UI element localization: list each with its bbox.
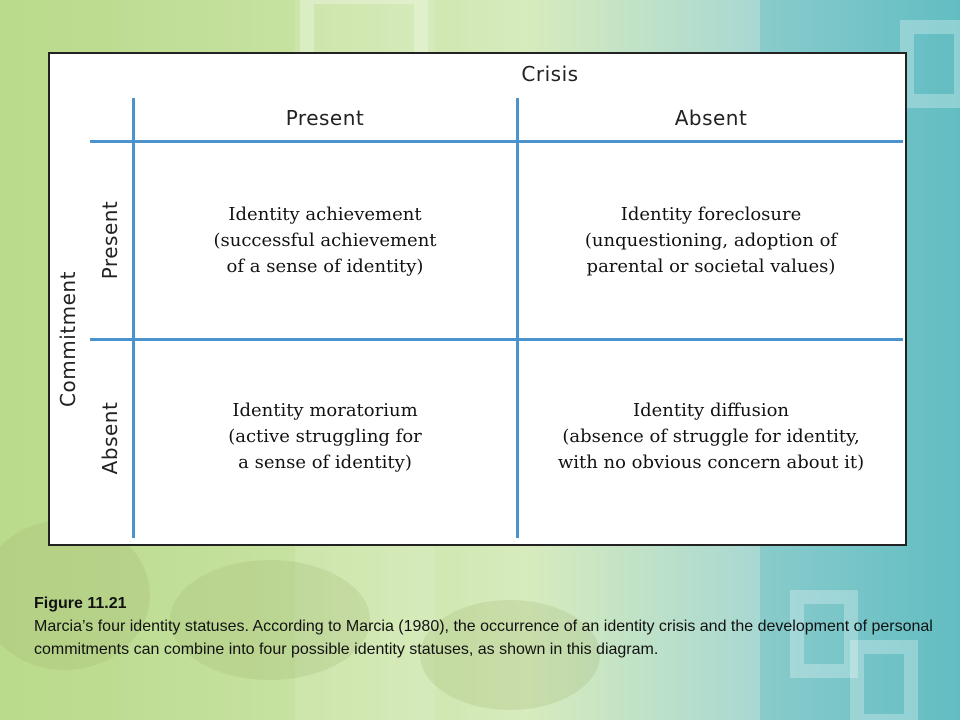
- cell-identity-foreclosure: Identity foreclosure (unquestioning, ado…: [522, 202, 900, 280]
- cell-identity-moratorium: Identity moratorium (active struggling f…: [140, 398, 510, 476]
- cell-title: Identity diffusion: [632, 400, 790, 421]
- identity-status-diagram: Crisis Present Absent Commitment Present…: [48, 52, 907, 546]
- crisis-label: Crisis: [521, 62, 579, 86]
- grid-line-row-divider: [90, 338, 903, 341]
- bg-square: [900, 20, 960, 108]
- cell-description: (successful achievement: [213, 230, 437, 251]
- row-header-present: Present: [98, 200, 122, 280]
- bg-blot: [170, 560, 370, 680]
- grid-line-middle: [516, 98, 519, 538]
- figure-number: Figure 11.21: [34, 595, 127, 612]
- cell-description: parental or societal values): [586, 256, 836, 277]
- caption-text: Marcia’s four identity statuses. Accordi…: [34, 618, 933, 658]
- grid-line-header: [90, 140, 903, 143]
- cell-description: (absence of struggle for identity,: [562, 426, 860, 447]
- cell-description: a sense of identity): [238, 452, 412, 473]
- row-header-absent: Absent: [98, 401, 122, 475]
- commitment-label: Commitment: [56, 271, 80, 407]
- cell-description: of a sense of identity): [226, 256, 424, 277]
- cell-title: Identity foreclosure: [620, 204, 802, 225]
- cell-identity-achievement: Identity achievement (successful achieve…: [140, 202, 510, 280]
- cell-identity-diffusion: Identity diffusion (absence of struggle …: [522, 398, 900, 476]
- grid-line-left: [132, 98, 135, 538]
- cell-title: Identity moratorium: [232, 400, 418, 421]
- column-header-absent: Absent: [674, 106, 748, 130]
- bg-square: [790, 590, 858, 678]
- figure-caption: Figure 11.21 Marcia’s four identity stat…: [34, 592, 944, 661]
- cell-title: Identity achievement: [228, 204, 422, 225]
- cell-description: (unquestioning, adoption of: [584, 230, 838, 251]
- bg-blot: [420, 600, 600, 710]
- cell-description: with no obvious concern about it): [557, 452, 865, 473]
- cell-description: (active struggling for: [228, 426, 422, 447]
- column-header-present: Present: [285, 106, 365, 130]
